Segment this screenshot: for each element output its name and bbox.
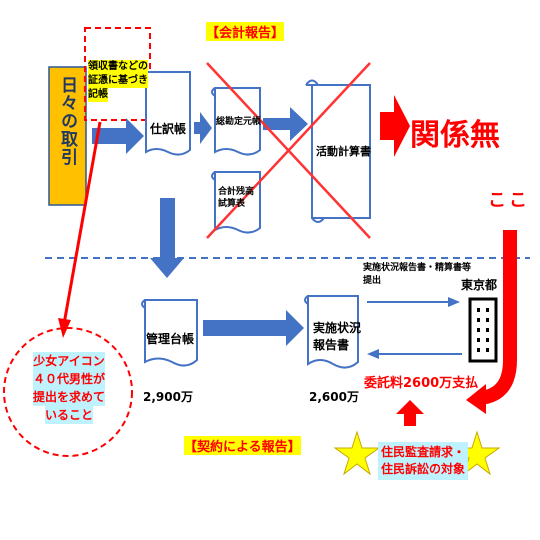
star-icon-left — [333, 430, 381, 476]
red-arrow-unrelated — [380, 95, 410, 157]
voucher-note: 領収書などの 証憑に基づき 記帳 — [88, 60, 148, 102]
report-submission-note: 実施状況報告書・精算書等 提出 — [363, 262, 471, 288]
arrow-report-to-tokyo — [448, 297, 460, 307]
voucher-note-line-2: 証憑に基づき — [88, 74, 148, 88]
audit-target-note: 住民監査請求・ 住民訴訟の対象 — [378, 442, 469, 480]
audit-line-2: 住民訴訟の対象 — [381, 462, 466, 476]
red-pointer-arrow — [58, 318, 71, 338]
commission-paid-label: 委託料2600万支払 — [364, 376, 479, 391]
implementation-report-line-1: 実施状況 — [313, 321, 362, 335]
management-ledger-document-icon — [144, 299, 198, 367]
cross-line-2 — [206, 62, 371, 239]
unrelated-label: 関係無 — [410, 118, 500, 153]
girl-icon-note: 少女アイコン ４０代男性が 提出を求めて いること — [13, 352, 125, 424]
activity-statement-scroll — [311, 84, 371, 219]
activity-statement-label: 活動計算書 — [316, 145, 371, 158]
arrow-tokyo-to-report — [367, 349, 379, 359]
general-ledger-document-icon — [214, 87, 261, 156]
arrow-ledger-to-activity — [263, 107, 308, 141]
daily-transactions-label: 日々の取引 — [57, 76, 77, 166]
management-ledger-label: 管理台帳 — [146, 332, 195, 346]
voucher-note-line-1: 領収書などの — [88, 60, 148, 74]
daily-transactions-box — [48, 66, 87, 206]
voucher-note-line-3: 記帳 — [88, 88, 108, 102]
journal-document-icon — [145, 71, 191, 156]
implementation-amount: 2,600万 — [309, 390, 359, 404]
tokyo-label: 東京都 — [461, 278, 498, 292]
management-amount: 2,900万 — [143, 390, 193, 404]
girl-icon-note-circle — [3, 327, 133, 457]
girl-note-line-1: 少女アイコン — [33, 352, 105, 370]
accounting-report-title: 【会計報告】 — [206, 22, 285, 41]
here-label: ここ — [488, 190, 530, 211]
arrow-journal-to-management — [150, 198, 184, 278]
girl-note-line-4: いること — [44, 406, 93, 424]
journal-label: 仕訳帳 — [150, 122, 187, 136]
building-icon — [468, 297, 498, 363]
arrow-daily-to-journal — [92, 118, 144, 154]
report-submission-line-2: 提出 — [363, 276, 382, 286]
trial-balance-label: 合計残高試算表 — [218, 187, 255, 209]
general-ledger-label: 総勘定元帳 — [216, 117, 262, 127]
contract-report-title: 【契約による報告】 — [184, 436, 301, 455]
arrow-management-to-report — [203, 310, 304, 346]
implementation-report-document-icon — [307, 295, 359, 369]
report-submission-line-1: 実施状況報告書・精算書等 — [363, 263, 472, 273]
girl-note-line-3: 提出を求めて — [32, 388, 105, 406]
implementation-report-line-2: 報告書 — [313, 338, 350, 352]
arrow-journal-to-ledger — [194, 112, 212, 144]
girl-note-line-2: ４０代男性が — [32, 370, 105, 388]
audit-line-1: 住民監査請求・ — [381, 445, 466, 459]
red-up-arrow-audit — [396, 400, 424, 426]
implementation-report-label: 実施状況 報告書 — [313, 320, 361, 354]
